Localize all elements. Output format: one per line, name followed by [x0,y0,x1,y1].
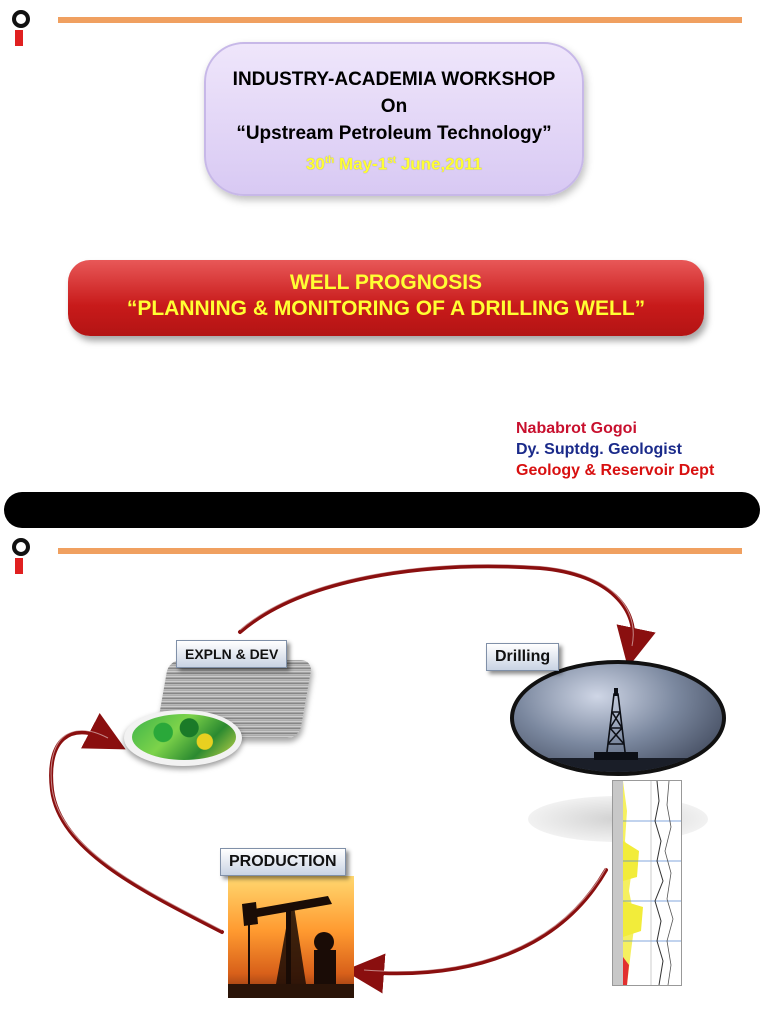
arrow-drilling-to-production [344,868,608,994]
banner-subtitle: “PLANNING & MONITORING OF A DRILLING WEL… [126,297,646,320]
workshop-date: 30th May-1st June,2011 [305,154,483,174]
workshop-on: On [380,96,408,117]
company-logo-icon [10,8,30,52]
tag-drilling: Drilling [486,643,560,671]
arrow-production-to-expln [49,712,224,934]
workshop-topic: “Upstream Petroleum Technology” [236,123,552,144]
header-rule [58,17,742,23]
author-title: Dy. Suptdg. Geologist [516,441,682,458]
tag-production: PRODUCTION [220,848,346,876]
pumpjack-silhouette-icon [228,896,354,998]
cycle-arrows [49,563,656,994]
slide-divider [4,492,760,528]
author-block: Nababrot Gogoi Dy. Suptdg. Geologist Geo… [516,418,714,481]
company-logo-icon [10,536,30,580]
reservoir-map-image [132,714,236,760]
well-log-image [612,780,682,986]
arrow-expln-to-drilling [238,564,656,668]
workshop-box: INDUSTRY-ACADEMIA WORKSHOP On “Upstream … [204,42,584,196]
workshop-title: INDUSTRY-ACADEMIA WORKSHOP [232,69,556,90]
rig-silhouette-icon [514,688,722,772]
title-banner: WELL PROGNOSIS “PLANNING & MONITORING OF… [68,260,704,336]
banner-title: WELL PROGNOSIS [289,271,483,294]
drilling-rig-image [510,660,726,776]
author-dept: Geology & Reservoir Dept [516,462,715,479]
header-rule [58,548,742,554]
author-name: Nababrot Gogoi [516,420,637,437]
tag-expln-dev: EXPLN & DEV [176,640,288,668]
pumpjack-image [228,876,354,998]
